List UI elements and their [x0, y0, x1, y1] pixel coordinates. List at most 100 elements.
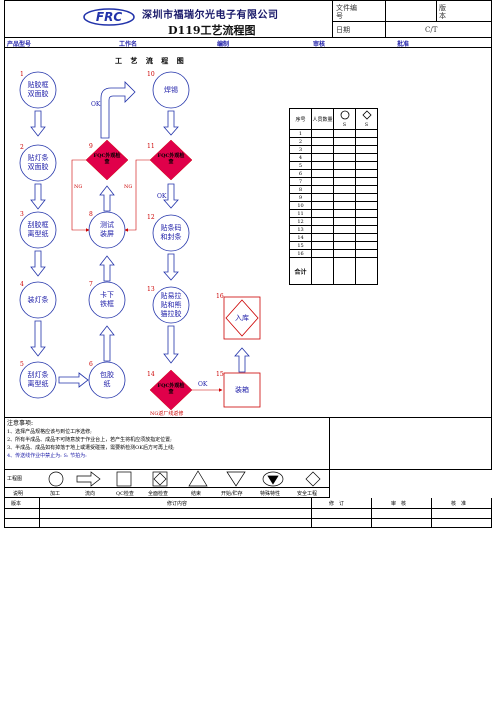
node-12-label: 贴条码和封条: [160, 224, 182, 241]
arrow-2-3: [30, 183, 46, 210]
product-no-label: 产品型号: [7, 41, 32, 48]
node-16-diamond: [225, 299, 259, 337]
legend-symbols: [48, 470, 321, 487]
legend-item: 加工: [50, 491, 61, 497]
table-cell: [333, 129, 356, 138]
table-cell: [333, 161, 356, 170]
table-row: 5: [289, 161, 378, 170]
table-cell: [355, 209, 378, 218]
node-8-number: 8: [89, 211, 93, 218]
node-6-circle: [88, 361, 126, 399]
table-cell: [355, 153, 378, 162]
table-row-seq: 10: [289, 201, 312, 210]
arrow-8-9: [99, 185, 115, 212]
ct-label: C/T: [425, 26, 438, 34]
work-order-label: 工作名: [119, 41, 138, 48]
node-11-number: 11: [147, 143, 155, 150]
table-row: 16: [289, 249, 378, 258]
table-header-diamond: S: [355, 108, 378, 130]
table-cell: [355, 241, 378, 250]
node-15-label: 装箱: [235, 386, 249, 394]
arrow-13-14: [163, 325, 179, 364]
node-14-number: 14: [147, 371, 155, 378]
revision-table: 版本 修订内容 修 订 审 核 核 准: [4, 498, 492, 528]
revision-approve-header: 核 准: [451, 501, 467, 507]
table-row: 14: [289, 233, 378, 242]
node-11-diamond: [149, 139, 193, 181]
table-row: 12: [289, 217, 378, 226]
node-9-diamond: [85, 139, 129, 181]
node-6-number: 6: [89, 361, 93, 368]
table-cell: [333, 145, 356, 154]
table-cell: [333, 153, 356, 162]
node-7-number: 7: [89, 281, 93, 288]
node-1-circle: [19, 71, 57, 109]
table-cell: [311, 177, 334, 186]
node-12-circle: [152, 214, 190, 252]
node-15-number: 15: [216, 371, 224, 378]
legend-item: QC检查: [116, 491, 134, 497]
table-cell: [311, 161, 334, 170]
node-13-circle: [152, 286, 190, 324]
table-cell: [311, 193, 334, 202]
arrow-10-11: [163, 110, 179, 136]
ng-loop-left: [71, 159, 90, 232]
table-cell: [355, 169, 378, 178]
node-4-circle: [19, 281, 57, 319]
arrow-1-2: [30, 110, 46, 137]
table-row: 4: [289, 153, 378, 162]
note-line: 4、传送线作业中禁止为: S: 节拍为:: [7, 453, 87, 459]
table-row-seq: 9: [289, 193, 312, 202]
node-8-label: 测试装屏: [100, 221, 114, 238]
table-cell: [333, 169, 356, 178]
ng-loop-right: [124, 159, 150, 232]
legend-labels: 说明 加工 流向 QC检查 全面检查 结束 开始/贮存 特殊特性 安全工程: [4, 488, 330, 498]
table-row: 8: [289, 185, 378, 194]
table-cell: [355, 129, 378, 138]
arrow-9-10: [100, 81, 136, 139]
arrow-12-13: [163, 253, 179, 281]
ok-tag-11: OK: [157, 193, 167, 200]
table-cell: [311, 137, 334, 146]
legend-item: 流向: [85, 491, 96, 497]
node-3-label: 刮胶框离型纸: [27, 221, 49, 238]
table-row-seq: 7: [289, 177, 312, 186]
legend-process-icon: [48, 471, 64, 487]
table-cell: [311, 129, 334, 138]
node-5-circle: [19, 361, 57, 399]
table-row-seq: 16: [289, 249, 312, 258]
table-cell: [311, 241, 334, 250]
node-2-number: 2: [20, 144, 24, 151]
table-cell: [333, 233, 356, 242]
table-row: 6: [289, 169, 378, 178]
notes-title: 注意事项:: [7, 420, 34, 427]
table-cell: [355, 177, 378, 186]
table-row-seq: 15: [289, 241, 312, 250]
date-label: 日期: [336, 26, 350, 34]
table-cell: [333, 249, 356, 258]
node-3-number: 3: [20, 211, 24, 218]
table-row: 9: [289, 193, 378, 202]
node-10-circle: [152, 71, 190, 109]
node-6-label: 包胶纸: [100, 371, 114, 388]
table-cell: [355, 161, 378, 170]
table-header-people: 人员数量: [311, 108, 334, 130]
table-row: 1: [289, 129, 378, 138]
node-16-number: 16: [216, 293, 224, 300]
approved-label: 批准: [397, 41, 410, 48]
legend-item: 安全工程: [297, 491, 318, 497]
legend-full-check-diamond: [153, 472, 167, 486]
table-cell: [333, 201, 356, 210]
company-logo: FRC: [83, 8, 135, 26]
node-2-circle: [19, 144, 57, 182]
legend-full-check-icon: [152, 471, 168, 487]
node-7-circle: [88, 281, 126, 319]
node-2-label: 贴灯条双面胶: [27, 154, 49, 171]
node-1-label: 贴胶框双面胶: [27, 81, 49, 98]
table-row-seq: 3: [289, 145, 312, 154]
circle-icon: [340, 110, 349, 120]
info-bar: 产品型号 工作名 编制 审核 批准: [4, 38, 492, 48]
node-3-circle: [19, 211, 57, 249]
notes-blank: [330, 418, 492, 470]
